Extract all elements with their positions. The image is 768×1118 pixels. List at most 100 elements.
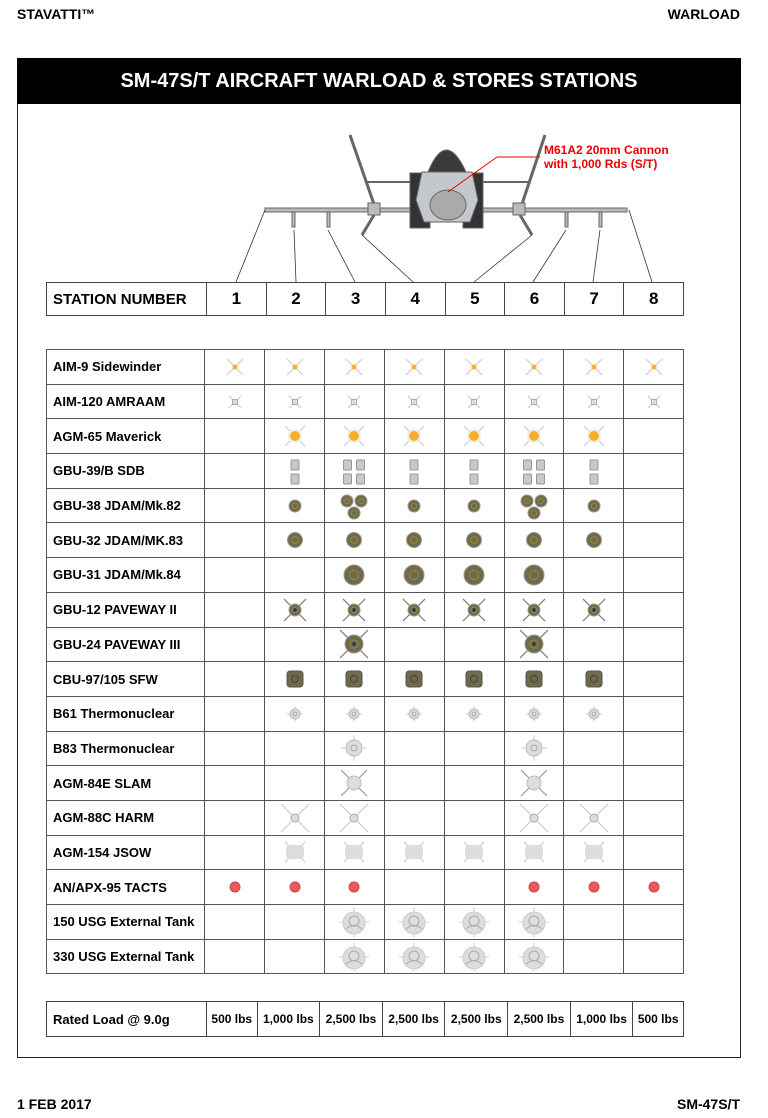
aim9-store-icon xyxy=(445,352,504,382)
bombM-store-icon xyxy=(564,525,623,555)
pod-store-icon xyxy=(325,872,384,902)
station-cell xyxy=(563,418,625,455)
station-cell xyxy=(503,453,565,489)
store-name: AGM-154 JSOW xyxy=(45,834,206,871)
harm-store-icon xyxy=(564,803,623,833)
station-cell xyxy=(623,557,684,593)
station-cell xyxy=(204,869,266,905)
station-cell xyxy=(264,695,326,732)
station-cell xyxy=(383,765,445,801)
b61-store-icon xyxy=(505,699,564,729)
store-name: AIM-9 Sidewinder xyxy=(45,349,206,385)
station-cell xyxy=(264,834,326,871)
rated-load-value: 500 lbs xyxy=(632,1001,684,1037)
station-cell xyxy=(443,938,505,975)
station-cell xyxy=(264,626,326,663)
station-cell xyxy=(204,730,266,767)
lgbS-store-icon xyxy=(265,595,324,625)
station-cell xyxy=(503,591,565,628)
station-cell xyxy=(563,557,625,593)
jsow-store-icon xyxy=(385,837,444,867)
station-cell xyxy=(623,661,684,697)
lgbS-store-icon xyxy=(564,595,623,625)
station-cell xyxy=(563,661,625,697)
station-cell xyxy=(503,799,565,836)
station-cell xyxy=(503,869,565,905)
cannon-callout: M61A2 20mm Cannon with 1,000 Rds (S/T) xyxy=(544,143,669,171)
station-number: 7 xyxy=(563,282,625,316)
station-cell xyxy=(204,938,266,975)
store-name: AGM-65 Maverick xyxy=(45,418,206,455)
station-cell xyxy=(443,904,505,940)
rated-load-value: 2,500 lbs xyxy=(507,1001,571,1037)
lgbS-store-icon xyxy=(325,595,384,625)
station-cell xyxy=(443,626,505,663)
rated-load-label: Rated Load @ 9.0g xyxy=(46,1001,207,1037)
station-cell xyxy=(324,904,385,940)
station-number: 8 xyxy=(623,282,684,316)
station-cell xyxy=(204,487,266,524)
station-number: 5 xyxy=(444,282,506,316)
station-number: 1 xyxy=(206,282,267,316)
b83-store-icon xyxy=(505,733,564,763)
bombS-store-icon xyxy=(325,491,384,521)
station-cell xyxy=(623,938,684,975)
store-row: GBU-39/B SDB xyxy=(45,453,684,489)
store-name: GBU-31 JDAM/Mk.84 xyxy=(45,557,206,593)
station-cell xyxy=(324,349,385,385)
station-cell xyxy=(383,938,445,975)
station-cell xyxy=(563,591,625,628)
store-row: CBU-97/105 SFW xyxy=(45,661,684,697)
station-cell xyxy=(264,869,326,905)
store-row: GBU-24 PAVEWAY III xyxy=(45,626,684,663)
station-cell xyxy=(383,730,445,767)
station-cell xyxy=(503,522,565,559)
section-label: WARLOAD xyxy=(667,6,740,22)
jsow-store-icon xyxy=(564,837,623,867)
aim9-store-icon xyxy=(265,352,324,382)
station-cell xyxy=(503,626,565,663)
station-cell xyxy=(204,557,266,593)
b61-store-icon xyxy=(265,699,324,729)
station-cell xyxy=(623,904,684,940)
tank-store-icon xyxy=(505,941,564,972)
station-cell xyxy=(503,349,565,385)
store-name: GBU-12 PAVEWAY II xyxy=(45,591,206,628)
station-cell xyxy=(443,730,505,767)
store-row: AGM-154 JSOW xyxy=(45,834,684,871)
store-name: CBU-97/105 SFW xyxy=(45,661,206,697)
aim9-store-icon xyxy=(205,352,264,382)
station-number: 2 xyxy=(265,282,327,316)
station-cell xyxy=(623,834,684,871)
jsow-store-icon xyxy=(445,837,504,867)
harm-store-icon xyxy=(505,803,564,833)
agm65-store-icon xyxy=(385,421,444,451)
station-leader-lines xyxy=(235,209,653,283)
rated-load-value: 2,500 lbs xyxy=(381,1001,446,1037)
aim9-store-icon xyxy=(624,352,683,382)
station-cell xyxy=(264,487,326,524)
station-cell xyxy=(503,418,565,455)
bombL-store-icon xyxy=(325,560,384,590)
station-cell xyxy=(383,557,445,593)
footer-date: 1 FEB 2017 xyxy=(17,1096,92,1112)
store-row: GBU-32 JDAM/MK.83 xyxy=(45,522,684,559)
station-cell xyxy=(324,383,385,420)
station-cell xyxy=(264,661,326,697)
station-cell xyxy=(204,383,266,420)
station-cell xyxy=(383,453,445,489)
rated-load-value: 1,000 lbs xyxy=(256,1001,321,1037)
sdb-store-icon xyxy=(385,456,444,486)
station-number: 3 xyxy=(325,282,386,316)
rated-load-value: 1,000 lbs xyxy=(569,1001,634,1037)
station-cell xyxy=(623,626,684,663)
station-cell xyxy=(324,487,385,524)
b61-store-icon xyxy=(445,699,504,729)
station-cell xyxy=(204,695,266,732)
station-cell xyxy=(623,453,684,489)
station-cell xyxy=(563,834,625,871)
bombS-store-icon xyxy=(385,491,444,521)
brand-label: STAVATTI™ xyxy=(17,6,96,22)
